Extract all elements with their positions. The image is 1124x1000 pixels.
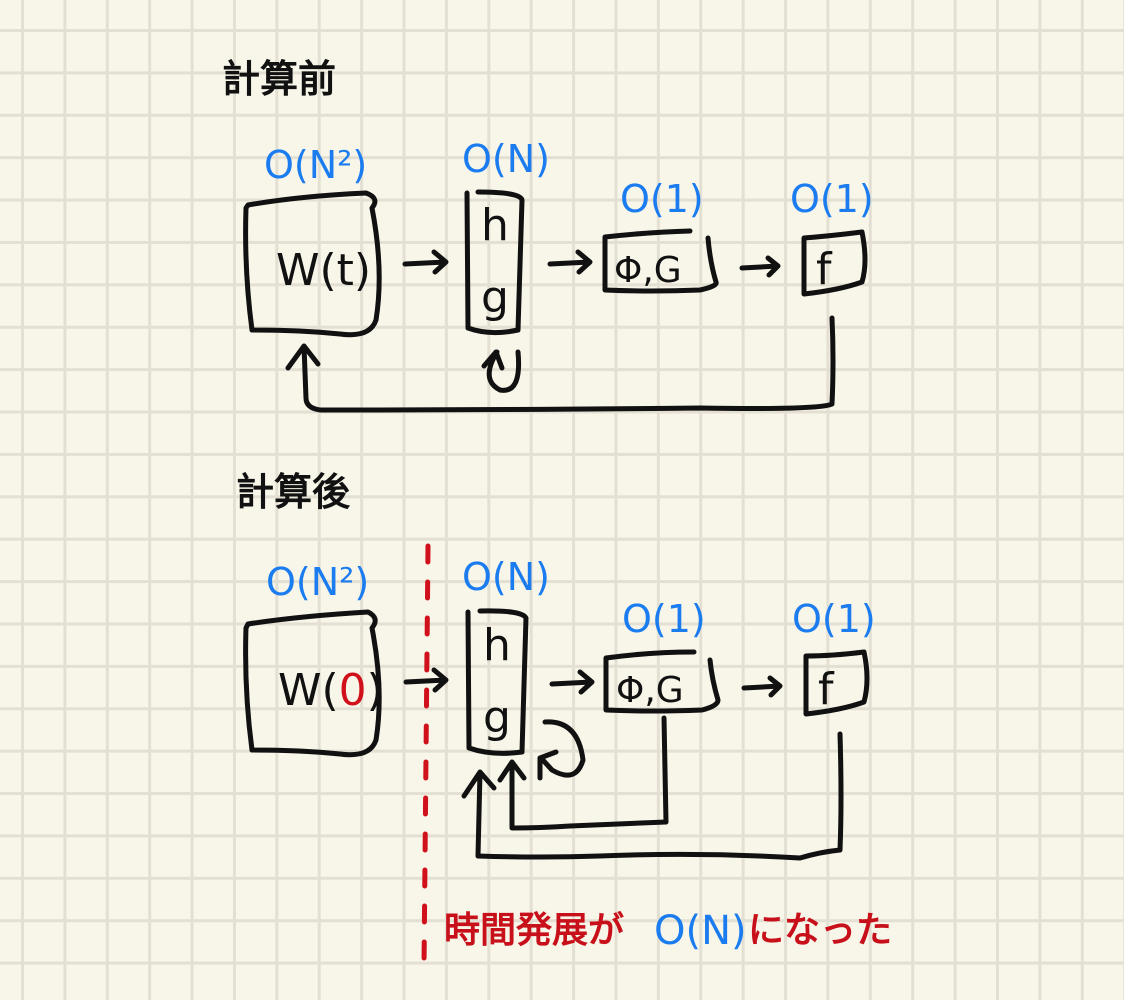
complexity-label-f: O(1)	[792, 597, 876, 641]
node-label: W(0)	[278, 665, 384, 716]
complexity-label-hg: O(N)	[462, 555, 550, 599]
node-label: f	[816, 244, 833, 295]
node-label: W(t)	[276, 245, 371, 296]
feedback-f-to-hg	[461, 731, 844, 861]
section-after: 計算後 O(N²) O(N) O(1) O(1) W(0) h g Φ,G	[236, 470, 892, 969]
annotation: 時間発展が O(N) になった	[444, 908, 892, 954]
node-f: f	[803, 649, 870, 717]
node-label-g: g	[481, 272, 509, 323]
annotation-complexity: O(N)	[654, 908, 747, 954]
section-before: 計算前 O(N²) O(N) O(1) O(1) W(t) h g Φ,G	[222, 57, 874, 413]
arrow-W-to-hg	[402, 249, 449, 275]
divider-line	[421, 543, 431, 969]
arrow-W-to-hg	[403, 667, 449, 693]
arrow-PhiG-to-f	[741, 675, 783, 698]
arrow-PhiG-to-f	[739, 255, 781, 278]
section-heading: 計算前	[222, 57, 336, 101]
arrow-hg-to-PhiG	[549, 669, 595, 695]
node-hg: h g	[465, 608, 529, 756]
node-label-highlight: 0	[339, 665, 367, 716]
node-label-h: h	[483, 620, 511, 671]
node-label: f	[818, 664, 835, 715]
complexity-label-PhiG: O(1)	[622, 597, 706, 641]
node-label-g: g	[483, 692, 511, 743]
node-label-h: h	[481, 200, 509, 251]
feedback-PhiG-to-hg	[497, 715, 669, 831]
annotation-suffix: になった	[748, 910, 892, 951]
arrow-hg-to-PhiG	[547, 249, 593, 275]
section-heading: 計算後	[236, 470, 351, 514]
node-W: W(t)	[243, 190, 382, 338]
node-PhiG: Φ,G	[603, 649, 721, 714]
node-label-prefix: W(	[278, 665, 339, 716]
node-hg: h g	[464, 189, 525, 336]
feedback-f-to-W	[285, 315, 836, 413]
node-f: f	[801, 229, 868, 297]
complexity-label-W: O(N²)	[264, 143, 367, 187]
complexity-label-hg: O(N)	[462, 137, 550, 181]
annotation-prefix: 時間発展が	[444, 910, 624, 951]
node-label-suffix: )	[367, 665, 384, 716]
node-PhiG: Φ,G	[602, 228, 719, 294]
node-label: Φ,G	[614, 250, 682, 291]
node-W0: W(0)	[243, 609, 384, 758]
self-loop-hg	[537, 719, 586, 781]
complexity-label-W: O(N²)	[266, 560, 369, 604]
complexity-label-PhiG: O(1)	[620, 177, 704, 221]
node-label: Φ,G	[616, 670, 684, 711]
self-loop-hg	[481, 349, 522, 393]
complexity-label-f: O(1)	[790, 177, 874, 221]
